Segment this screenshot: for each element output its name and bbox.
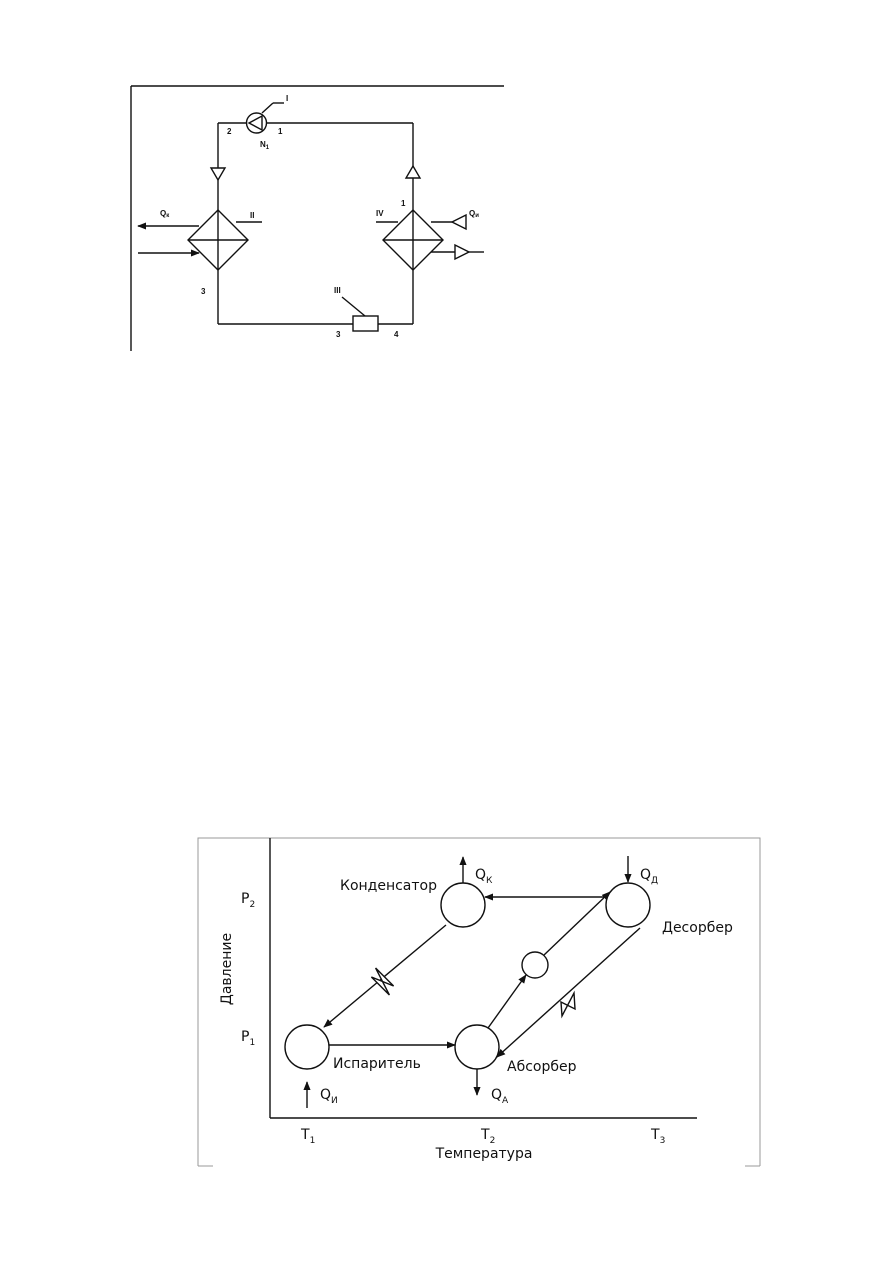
absorber-to-pump-line <box>487 974 527 1029</box>
point-2-label: 2 <box>227 127 232 136</box>
solution-pump-node <box>521 951 549 979</box>
y-tick-p2: P2 <box>241 891 255 910</box>
condenser-label: Конденсатор <box>340 878 437 894</box>
pump-leader <box>261 102 274 114</box>
evaporator-heat-label: Qи <box>469 209 479 219</box>
point-3-bottom-label: 3 <box>336 330 341 339</box>
absorber-node <box>454 1024 500 1070</box>
absorber-label: Абсорбер <box>507 1059 577 1075</box>
desorber-label: Десорбер <box>662 920 733 936</box>
absorption-cycle-diagram <box>197 837 761 1167</box>
y-tick-p1: P1 <box>241 1029 255 1048</box>
qa-label: QА <box>491 1087 509 1106</box>
point-4-label: 4 <box>394 330 399 339</box>
condenser-label: II <box>250 211 254 220</box>
pump-triangle <box>247 114 263 132</box>
pump-label: I <box>286 94 288 103</box>
qk-label: QК <box>475 867 493 886</box>
desorber-to-absorber-line <box>496 927 641 1058</box>
point-3-left-label: 3 <box>201 287 206 296</box>
condenser-heat-label: Qк <box>160 209 169 219</box>
throttle-valve-2 <box>560 990 576 1019</box>
right-flow-arrow <box>404 164 422 179</box>
condenser-node <box>440 882 486 928</box>
x-axis-label: Температура <box>435 1146 533 1162</box>
compression-scheme <box>130 85 504 351</box>
x-tick-t3: T3 <box>650 1127 665 1146</box>
throttle-valve-1 <box>370 967 395 996</box>
x-tick-t1: T1 <box>300 1127 315 1146</box>
left-flow-arrow <box>209 167 227 182</box>
compression-scheme-labels: I 2 1 N1 II Qк 1 IV Qи 3 III 3 4 <box>160 94 479 339</box>
evaporator-medium-out-triangle <box>454 243 471 261</box>
valve-leader <box>341 296 366 317</box>
figure-frame <box>197 837 761 1166</box>
y-axis-label: Давление <box>219 933 235 1005</box>
evaporator-heat-in-triangle <box>450 213 467 231</box>
qi-label: QИ <box>320 1087 338 1106</box>
absorption-cycle-labels: Конденсатор Десорбер Испаритель Абсорбер… <box>219 867 733 1162</box>
pump-drive-label: N1 <box>260 140 270 151</box>
pump-to-desorber-line <box>543 891 611 956</box>
expansion-valve <box>352 315 379 332</box>
point-1-top-label: 1 <box>278 127 283 136</box>
valve-label: III <box>334 286 341 295</box>
evaporator-node <box>284 1024 330 1070</box>
condenser-to-evaporator-line <box>323 924 447 1028</box>
x-tick-t2: T2 <box>480 1127 495 1146</box>
evaporator-label: IV <box>376 209 384 218</box>
desorber-node <box>605 882 651 928</box>
point-1-right-label: 1 <box>401 199 406 208</box>
qd-label: QД <box>640 867 658 886</box>
evaporator-label: Испаритель <box>333 1056 421 1072</box>
